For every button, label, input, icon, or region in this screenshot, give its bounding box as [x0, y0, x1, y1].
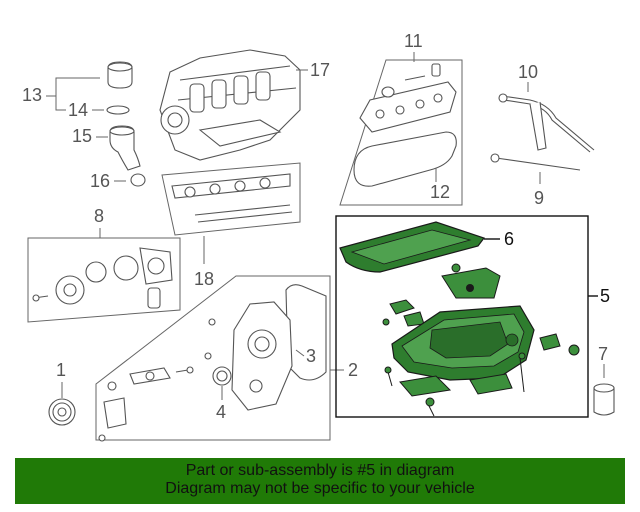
- intake-gasket-box[interactable]: 18: [161, 162, 301, 289]
- callout-17[interactable]: 17: [310, 60, 330, 80]
- oil-pan-assembly[interactable]: 5 6: [335, 215, 610, 418]
- banner-line-1: Part or sub-assembly is #5 in diagram: [185, 462, 455, 479]
- callout-18[interactable]: 18: [194, 269, 214, 289]
- parts-diagram: 13 14 15 16 17: [22, 31, 615, 442]
- info-banner: Part or sub-assembly is #5 in diagram Di…: [15, 458, 625, 504]
- callout-3[interactable]: 3: [306, 346, 316, 366]
- harmonic-balancer[interactable]: 1: [48, 360, 76, 426]
- banner-line-2: Diagram may not be specific to your vehi…: [165, 480, 475, 497]
- callout-11[interactable]: 11: [404, 31, 423, 51]
- intake-manifold[interactable]: 17: [159, 49, 330, 161]
- oil-filler-cap-group[interactable]: 13 14 15 16: [22, 61, 146, 191]
- callout-4[interactable]: 4: [216, 402, 226, 422]
- callout-1[interactable]: 1: [56, 360, 66, 380]
- callout-9[interactable]: 9: [534, 188, 544, 208]
- callout-14[interactable]: 14: [68, 100, 88, 120]
- water-pump-box[interactable]: 8: [27, 206, 181, 323]
- callout-10[interactable]: 10: [518, 62, 538, 82]
- valve-cover-group[interactable]: 11 12: [339, 31, 463, 206]
- callout-12[interactable]: 12: [430, 182, 450, 202]
- callout-16[interactable]: 16: [90, 171, 110, 191]
- callout-7[interactable]: 7: [598, 344, 608, 364]
- callout-2[interactable]: 2: [348, 360, 358, 380]
- callout-8[interactable]: 8: [94, 206, 104, 226]
- callout-15[interactable]: 15: [72, 126, 92, 146]
- dipstick-group[interactable]: 10 9: [490, 62, 595, 208]
- callout-6[interactable]: 6: [504, 229, 514, 249]
- timing-cover-box[interactable]: 3 2 4: [95, 275, 358, 442]
- callout-13[interactable]: 13: [22, 85, 42, 105]
- callout-5[interactable]: 5: [600, 286, 610, 306]
- oil-filter[interactable]: 7: [593, 344, 615, 416]
